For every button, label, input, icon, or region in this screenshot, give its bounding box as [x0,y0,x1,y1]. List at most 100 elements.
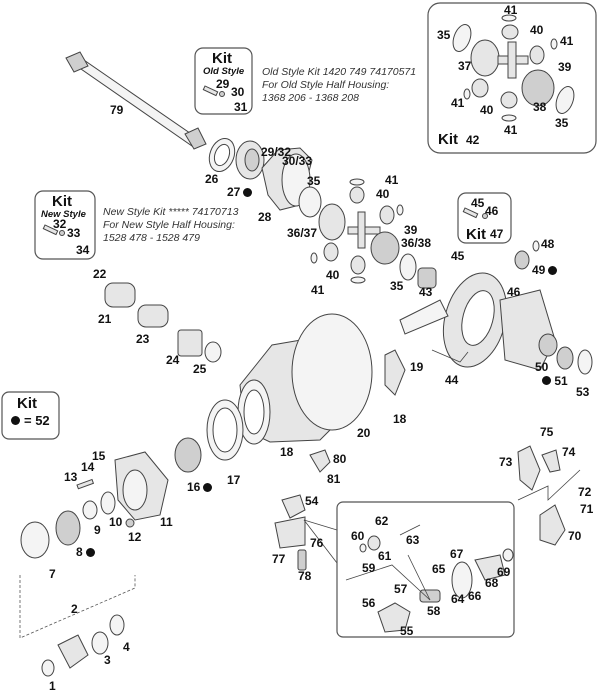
callout-22[interactable]: 22 [93,267,107,281]
callout-16[interactable]: 16 [187,481,212,493]
callout-30-33[interactable]: 30/33 [282,154,313,168]
callout-40b[interactable]: 40 [326,268,340,282]
callout-26[interactable]: 26 [205,172,219,186]
callout-20[interactable]: 20 [357,426,371,440]
callout-k42-41b[interactable]: 41 [560,34,574,48]
callout-27[interactable]: 27 [227,186,252,198]
callout-11[interactable]: 11 [160,515,173,529]
cover-76[interactable] [274,516,306,549]
callout-79[interactable]: 79 [110,103,124,117]
callout-18a[interactable]: 18 [280,445,294,459]
flange-24[interactable] [177,329,203,357]
callout-39[interactable]: 39 [404,223,418,237]
callout-12[interactable]: 12 [128,530,142,544]
callout-4[interactable]: 4 [123,640,130,654]
thrust-washer-35[interactable] [298,186,322,218]
callout-80[interactable]: 80 [333,452,347,466]
cap-68[interactable] [474,554,506,581]
callout-62[interactable]: 62 [375,514,389,528]
bearing-8[interactable] [55,510,81,546]
callout-78[interactable]: 78 [298,569,312,583]
kit-42-number[interactable]: 42 [466,133,480,147]
callout-60[interactable]: 60 [351,529,365,543]
side-gear-36-37[interactable] [318,203,346,241]
callout-7[interactable]: 7 [49,567,56,581]
callout-k42-35b[interactable]: 35 [555,116,569,130]
callout-57[interactable]: 57 [394,582,408,596]
callout-k42-40a[interactable]: 40 [530,23,544,37]
housing-cover-21[interactable] [104,282,136,308]
callout-64[interactable]: 64 [451,592,465,606]
callout-48[interactable]: 48 [541,237,555,251]
callout-50[interactable]: 50 [535,360,549,374]
callout-21[interactable]: 21 [98,312,112,326]
fork-74[interactable] [541,449,561,473]
callout-k42-40b[interactable]: 40 [480,103,494,117]
callout-35b[interactable]: 35 [390,279,404,293]
callout-k42-41a[interactable]: 41 [504,3,518,17]
callout-k42-41c[interactable]: 41 [451,96,465,110]
callout-14[interactable]: 14 [81,460,95,474]
callout-41a[interactable]: 41 [385,173,399,187]
callout-2[interactable]: 2 [71,602,78,616]
callout-55[interactable]: 55 [400,624,414,638]
callout-70[interactable]: 70 [568,529,582,543]
side-gear-36-38[interactable] [370,231,400,265]
callout-76[interactable]: 76 [310,536,324,550]
callout-29[interactable]: 29 [216,77,230,91]
sensor-78[interactable] [297,549,307,571]
callout-65[interactable]: 65 [432,562,446,576]
valve-58[interactable] [419,589,441,603]
housing-54[interactable] [281,494,306,519]
callout-63[interactable]: 63 [406,533,420,547]
callout-77[interactable]: 77 [272,552,286,566]
callout-67[interactable]: 67 [450,547,464,561]
callout-41b[interactable]: 41 [311,283,325,297]
callout-59[interactable]: 59 [362,561,376,575]
callout-k47-46[interactable]: 46 [485,204,499,218]
diff-case-50[interactable] [499,289,558,371]
callout-25[interactable]: 25 [193,362,207,376]
callout-43[interactable]: 43 [419,285,433,299]
callout-69[interactable]: 69 [497,565,511,579]
pinion-sleeve-43[interactable] [417,267,437,289]
callout-24[interactable]: 24 [166,353,180,367]
callout-29-32[interactable]: 29/32 [261,145,292,159]
callout-k42-38[interactable]: 38 [533,100,547,114]
callout-9[interactable]: 9 [94,523,101,537]
ring-4[interactable] [109,614,125,636]
callout-35a[interactable]: 35 [307,174,321,188]
filter-23[interactable] [137,304,169,328]
seal-1[interactable] [41,659,55,677]
callout-10[interactable]: 10 [109,515,123,529]
seal-7[interactable] [20,521,50,559]
ring-3[interactable] [91,631,109,655]
callout-30[interactable]: 30 [231,85,245,99]
callout-17[interactable]: 17 [227,473,241,487]
callout-49[interactable]: 49 [532,264,557,276]
callout-45[interactable]: 45 [451,249,465,263]
callout-k42-37[interactable]: 37 [458,59,472,73]
gear-ring-26[interactable] [205,135,239,175]
ring-pinion-44[interactable] [399,266,516,374]
callout-54[interactable]: 54 [305,494,319,508]
callout-75[interactable]: 75 [540,425,554,439]
bearing-16[interactable] [174,437,202,473]
callout-46[interactable]: 46 [507,285,521,299]
bearing-51[interactable] [556,346,574,370]
callout-k47-45[interactable]: 45 [471,196,485,210]
callout-58[interactable]: 58 [427,604,441,618]
callout-73[interactable]: 73 [499,455,513,469]
hub-11[interactable] [114,451,169,521]
fork-70[interactable] [539,504,566,546]
callout-k42-39[interactable]: 39 [558,60,572,74]
callout-72[interactable]: 72 [578,485,592,499]
callout-18b[interactable]: 18 [393,412,407,426]
housing-half-18[interactable] [384,349,406,396]
callout-36-38[interactable]: 36/38 [401,236,432,250]
callout-28[interactable]: 28 [258,210,272,224]
flange-2[interactable] [57,634,89,669]
callout-32[interactable]: 32 [53,217,67,231]
kit-47-number[interactable]: 47 [490,227,504,241]
callout-56[interactable]: 56 [362,596,376,610]
